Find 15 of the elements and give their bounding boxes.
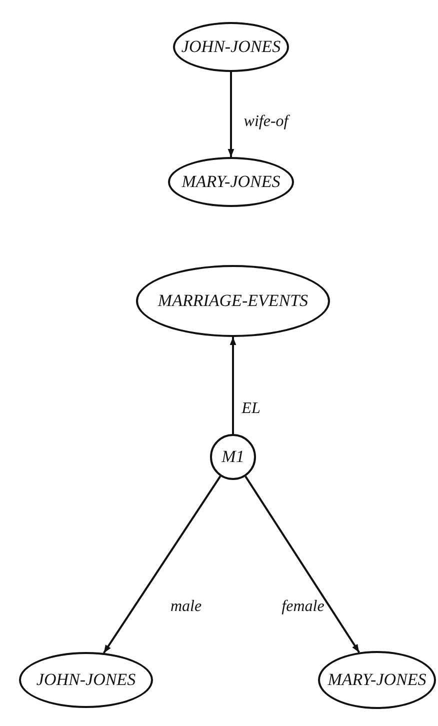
node-label: M1 xyxy=(222,447,244,467)
node-circle xyxy=(210,434,256,480)
arrow xyxy=(244,476,360,653)
node-label: JOHN-JONES xyxy=(181,37,281,57)
node-label: MARY-JONES xyxy=(182,172,280,192)
arrow xyxy=(102,476,222,654)
node-label: JOHN-JONES xyxy=(36,670,136,690)
edge-label: wife-of xyxy=(244,113,288,131)
edge-label: male xyxy=(170,598,202,616)
arrow xyxy=(228,72,234,157)
edge-label: female xyxy=(282,598,324,616)
node-label: MARY-JONES xyxy=(328,670,426,690)
arrow xyxy=(230,337,236,434)
edge-label: EL xyxy=(242,400,260,418)
node-label: MARRIAGE-EVENTS xyxy=(158,291,308,311)
